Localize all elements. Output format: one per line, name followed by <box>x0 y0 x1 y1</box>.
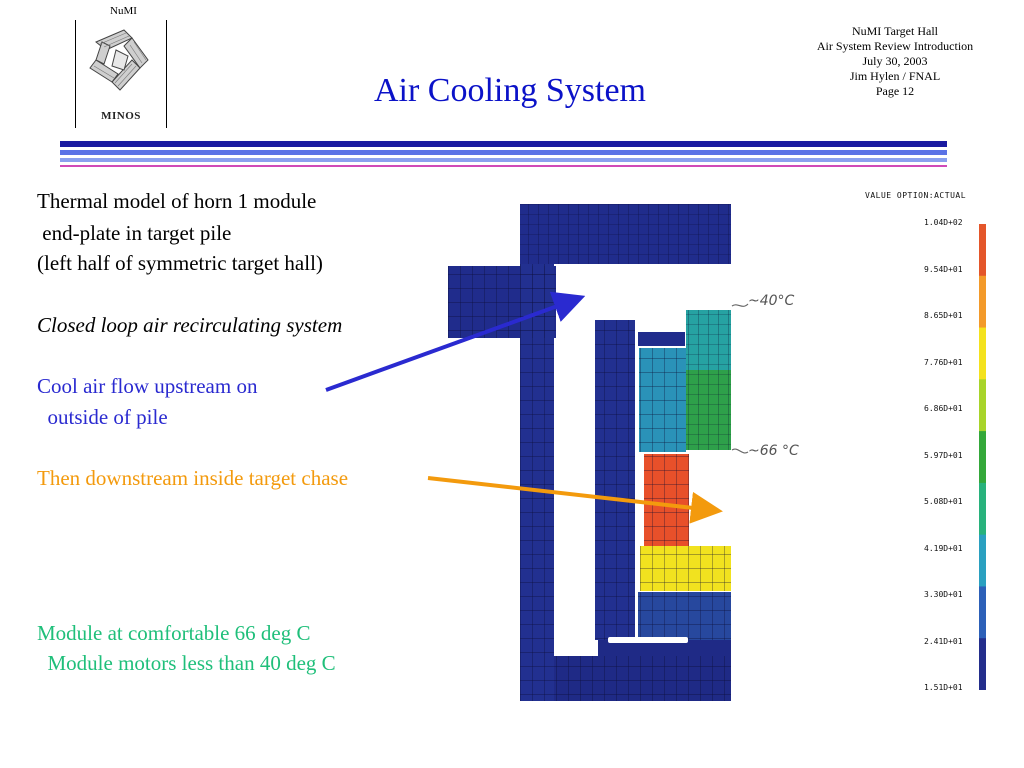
thermal-model-mesh <box>448 204 731 701</box>
colorbar-segment <box>979 534 986 587</box>
thermal-model-figure <box>448 204 738 701</box>
colorbar-segment <box>979 638 986 690</box>
colorbar-segment <box>979 379 986 432</box>
band-magenta <box>60 165 947 167</box>
scale-tick-label: 4.19D+01 <box>924 544 963 553</box>
body-line: outside of pile <box>37 405 168 429</box>
scale-tick-label: 1.51D+01 <box>924 683 963 692</box>
air-gaps <box>556 266 731 656</box>
body-line: (left half of symmetric target hall) <box>37 251 323 275</box>
downstream-arrow <box>427 476 723 524</box>
header-info-line: Air System Review Introduction <box>816 39 974 53</box>
band-mid <box>60 150 947 155</box>
scale-tick-label: 8.65D+01 <box>924 311 963 320</box>
colorbar-segment <box>979 327 986 380</box>
scale-tick-label: 9.54D+01 <box>924 265 963 274</box>
scale-tick-label: 6.86D+01 <box>924 404 963 413</box>
header-info-line: NuMI Target Hall <box>851 24 939 38</box>
temperature-colorbar <box>979 224 986 690</box>
colorbar-segment <box>979 482 986 536</box>
minos-logo: MINOS <box>75 20 167 128</box>
scale-tick-label: 7.76D+01 <box>924 358 963 367</box>
header-info-line: Jim Hylen / FNAL <box>849 69 941 83</box>
scale-tick-label: 5.97D+01 <box>924 451 963 460</box>
colorbar-segment <box>979 224 986 277</box>
cool-air-arrow <box>325 291 586 392</box>
value-option-label: VALUE OPTION:ACTUAL <box>865 191 967 200</box>
body-line: Cool air flow upstream on <box>37 374 258 398</box>
header-info: NuMI Target Hall Air System Review Intro… <box>795 24 995 99</box>
body-line: Module at comfortable 66 deg C <box>37 621 311 645</box>
band-dark <box>60 141 947 147</box>
scale-tick-label: 2.41D+01 <box>924 637 963 646</box>
annotation-40-leader <box>731 303 749 307</box>
scale-tick-label: 1.04D+02 <box>924 218 963 227</box>
header-info-line: July 30, 2003 <box>862 54 928 68</box>
body-line: end-plate in target pile <box>37 221 232 245</box>
body-line: Module motors less than 40 deg C <box>37 651 336 675</box>
header-info-line: Page 12 <box>875 84 915 98</box>
minos-label: MINOS <box>101 110 141 122</box>
colorbar-segment <box>979 431 986 484</box>
body-line: Thermal model of horn 1 module <box>37 189 317 213</box>
annotation-66: ~66 °C <box>748 443 799 459</box>
colorbar-segment <box>979 275 986 329</box>
colorbar-segment <box>979 586 986 639</box>
scale-tick-label: 3.30D+01 <box>924 590 963 599</box>
band-light <box>60 158 947 162</box>
minos-logo-icon <box>89 29 149 91</box>
annotation-40: ~40°C <box>748 293 795 309</box>
annotation-66-leader <box>731 448 749 454</box>
numi-label: NuMI <box>110 5 137 17</box>
body-line: Then downstream inside target chase <box>37 466 349 490</box>
body-line-italic: Closed loop air recirculating system <box>37 313 343 337</box>
scale-tick-label: 5.08D+01 <box>924 497 963 506</box>
page-title: Air Cooling System <box>373 72 647 109</box>
